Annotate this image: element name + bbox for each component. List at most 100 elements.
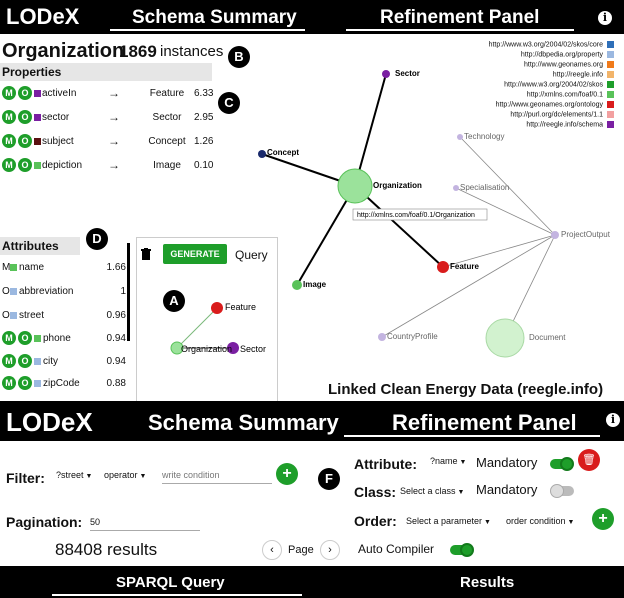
generate-button[interactable]: GENERATE: [163, 244, 227, 264]
page-label: Page: [288, 544, 314, 556]
mandatory-toggle[interactable]: M: [2, 158, 16, 172]
tab-underline: [110, 29, 305, 31]
property-target: Concept: [148, 136, 186, 147]
legend-swatch: [607, 51, 614, 58]
schema-graph[interactable]: Sector Concept Organization Image Featur…: [255, 60, 624, 380]
optional-toggle[interactable]: O: [18, 354, 32, 368]
prev-page-button[interactable]: ‹: [262, 540, 282, 560]
optional-toggle[interactable]: O: [18, 376, 32, 390]
attribute-row[interactable]: M O phone 0.94: [0, 329, 130, 347]
attributes-scrollbar[interactable]: [127, 243, 130, 341]
order-parameter-select[interactable]: Select a parameter▼: [406, 516, 491, 526]
optional-toggle[interactable]: O: [18, 158, 32, 172]
filter-variable-select[interactable]: ?street▼: [56, 470, 92, 480]
attribute-row[interactable]: M O city 0.94: [0, 352, 130, 370]
tab-schema-summary[interactable]: Schema Summary: [132, 7, 297, 28]
callout-badge-b: B: [228, 46, 250, 68]
dataset-caption: Linked Clean Energy Data (reegle.info): [328, 381, 604, 398]
graph-node-label: Feature: [450, 262, 479, 271]
legend-url: http://www.geonames.org/ontology: [495, 101, 603, 109]
tab-sparql-query[interactable]: SPARQL Query: [116, 574, 225, 591]
property-value: 1.26: [194, 136, 214, 147]
namespace-swatch: [34, 335, 41, 342]
legend-url: http://xmlns.com/foaf/0.1: [526, 91, 603, 99]
graph-node-label: Concept: [267, 148, 299, 157]
add-order-button[interactable]: +: [592, 508, 614, 530]
graph-node-organization[interactable]: [337, 168, 373, 204]
attribute-name: zipCode: [43, 378, 80, 389]
optional-toggle[interactable]: O: [18, 134, 32, 148]
info-icon[interactable]: i: [606, 413, 620, 427]
optional-toggle[interactable]: O: [18, 86, 32, 100]
tab-refinement-panel[interactable]: Refinement Panel: [392, 410, 577, 435]
attribute-row[interactable]: M name 1.66: [0, 258, 130, 276]
attribute-mandatory-label: Mandatory: [476, 455, 538, 470]
attribute-select[interactable]: ?name▼: [430, 456, 466, 466]
optional-toggle[interactable]: O: [18, 110, 32, 124]
tab-schema-summary[interactable]: Schema Summary: [148, 410, 339, 435]
class-label: Class:: [354, 484, 397, 500]
delete-attribute-button[interactable]: 🗑: [578, 449, 600, 471]
info-icon[interactable]: i: [598, 11, 612, 25]
auto-compiler-toggle[interactable]: [450, 543, 474, 557]
graph-node-projectoutput[interactable]: [551, 231, 559, 239]
optional-toggle[interactable]: O: [18, 331, 32, 345]
order-condition-select[interactable]: order condition▼: [506, 516, 574, 526]
tab-underline: [346, 29, 574, 31]
order-parameter-value: Select a parameter: [406, 516, 483, 526]
attribute-value: 0.96: [106, 310, 126, 321]
attribute-row[interactable]: O street 0.96: [0, 306, 130, 324]
graph-node-image[interactable]: [292, 280, 302, 290]
query-node-sector[interactable]: [227, 342, 239, 354]
attribute-row[interactable]: O abbreviation 1: [0, 282, 130, 300]
attribute-value: 1.66: [106, 262, 126, 273]
query-graph[interactable]: Feature Organization Sector: [137, 278, 277, 398]
tab-underline: [344, 435, 600, 437]
legend-url: http://purl.org/dc/elements/1.1: [510, 111, 603, 119]
query-node-feature[interactable]: [211, 302, 223, 314]
graph-node-document[interactable]: [485, 318, 525, 358]
next-page-button[interactable]: ›: [320, 540, 340, 560]
legend-url: http://dbpedia.org/property: [520, 51, 603, 59]
legend-swatch: [607, 121, 614, 128]
class-mandatory-toggle[interactable]: [550, 484, 574, 498]
graph-node-label: Image: [303, 280, 327, 289]
pagination-input[interactable]: 50: [90, 517, 200, 531]
brand-logo: LODeX: [6, 4, 80, 29]
property-row[interactable]: M O activeIn → Feature 6.33: [2, 84, 214, 104]
graph-node-concept[interactable]: [258, 150, 266, 158]
query-node-organization[interactable]: [170, 341, 184, 355]
filter-condition-input[interactable]: write condition: [162, 470, 272, 484]
mandatory-toggle[interactable]: M: [2, 110, 16, 124]
tab-results[interactable]: Results: [460, 574, 515, 591]
graph-node-countryprofile[interactable]: [378, 333, 386, 341]
tab-refinement-panel[interactable]: Refinement Panel: [380, 7, 540, 28]
namespace-swatch: [34, 138, 41, 145]
mandatory-toggle[interactable]: M: [2, 354, 16, 368]
class-select[interactable]: Select a class▼: [400, 486, 464, 496]
trash-icon[interactable]: [141, 248, 151, 260]
mandatory-toggle[interactable]: M: [2, 376, 16, 390]
graph-node-feature[interactable]: [437, 261, 449, 273]
query-node-label: Organization: [181, 344, 232, 354]
class-select-value: Select a class: [400, 486, 456, 496]
graph-node-specialisation[interactable]: [453, 185, 459, 191]
filter-operator-select[interactable]: operator▼: [104, 470, 146, 480]
attribute-mandatory-toggle[interactable]: [550, 457, 574, 471]
property-row[interactable]: M O subject → Concept 1.26: [2, 132, 214, 152]
attribute-row[interactable]: M O zipCode 0.88: [0, 374, 130, 392]
property-row[interactable]: M O depiction → Image 0.10: [2, 156, 214, 176]
property-row[interactable]: M O sector → Sector 2.95: [2, 108, 214, 128]
mandatory-toggle[interactable]: M: [2, 331, 16, 345]
callout-badge-a: A: [163, 290, 185, 312]
mandatory-toggle[interactable]: M: [2, 86, 16, 100]
attribute-value: 0.94: [106, 356, 126, 367]
mandatory-toggle[interactable]: M: [2, 134, 16, 148]
graph-node-technology[interactable]: [457, 134, 463, 140]
attribute-name: phone: [43, 333, 71, 344]
legend-url: http://www.w3.org/2004/02/skos/core: [488, 41, 603, 49]
namespace-swatch: [34, 380, 41, 387]
add-filter-button[interactable]: +: [276, 463, 298, 485]
graph-node-sector[interactable]: [382, 70, 390, 78]
legend-item: http://reegle.info: [553, 71, 614, 81]
